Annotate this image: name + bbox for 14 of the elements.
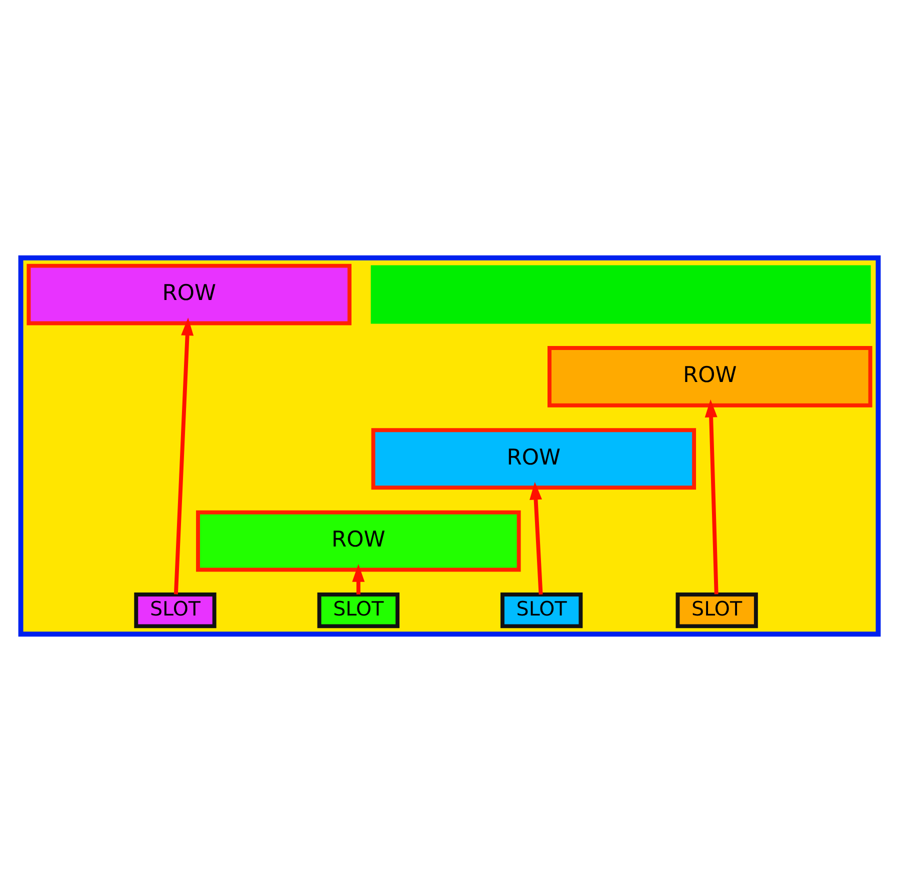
node-box: SLOT — [500, 592, 583, 628]
node-box: ROW — [548, 346, 872, 407]
node-box: SLOT — [317, 592, 400, 628]
arrow — [174, 317, 194, 594]
arrow — [352, 563, 365, 594]
arrow — [530, 481, 543, 594]
node-box: ROW — [371, 428, 696, 490]
node-box: ROW — [196, 510, 521, 572]
arrow — [704, 398, 718, 594]
node-box: SLOT — [676, 592, 758, 628]
node-bar — [370, 264, 871, 324]
cluster — [18, 254, 881, 636]
node-box: SLOT — [134, 592, 216, 628]
node-box: ROW — [26, 263, 352, 325]
